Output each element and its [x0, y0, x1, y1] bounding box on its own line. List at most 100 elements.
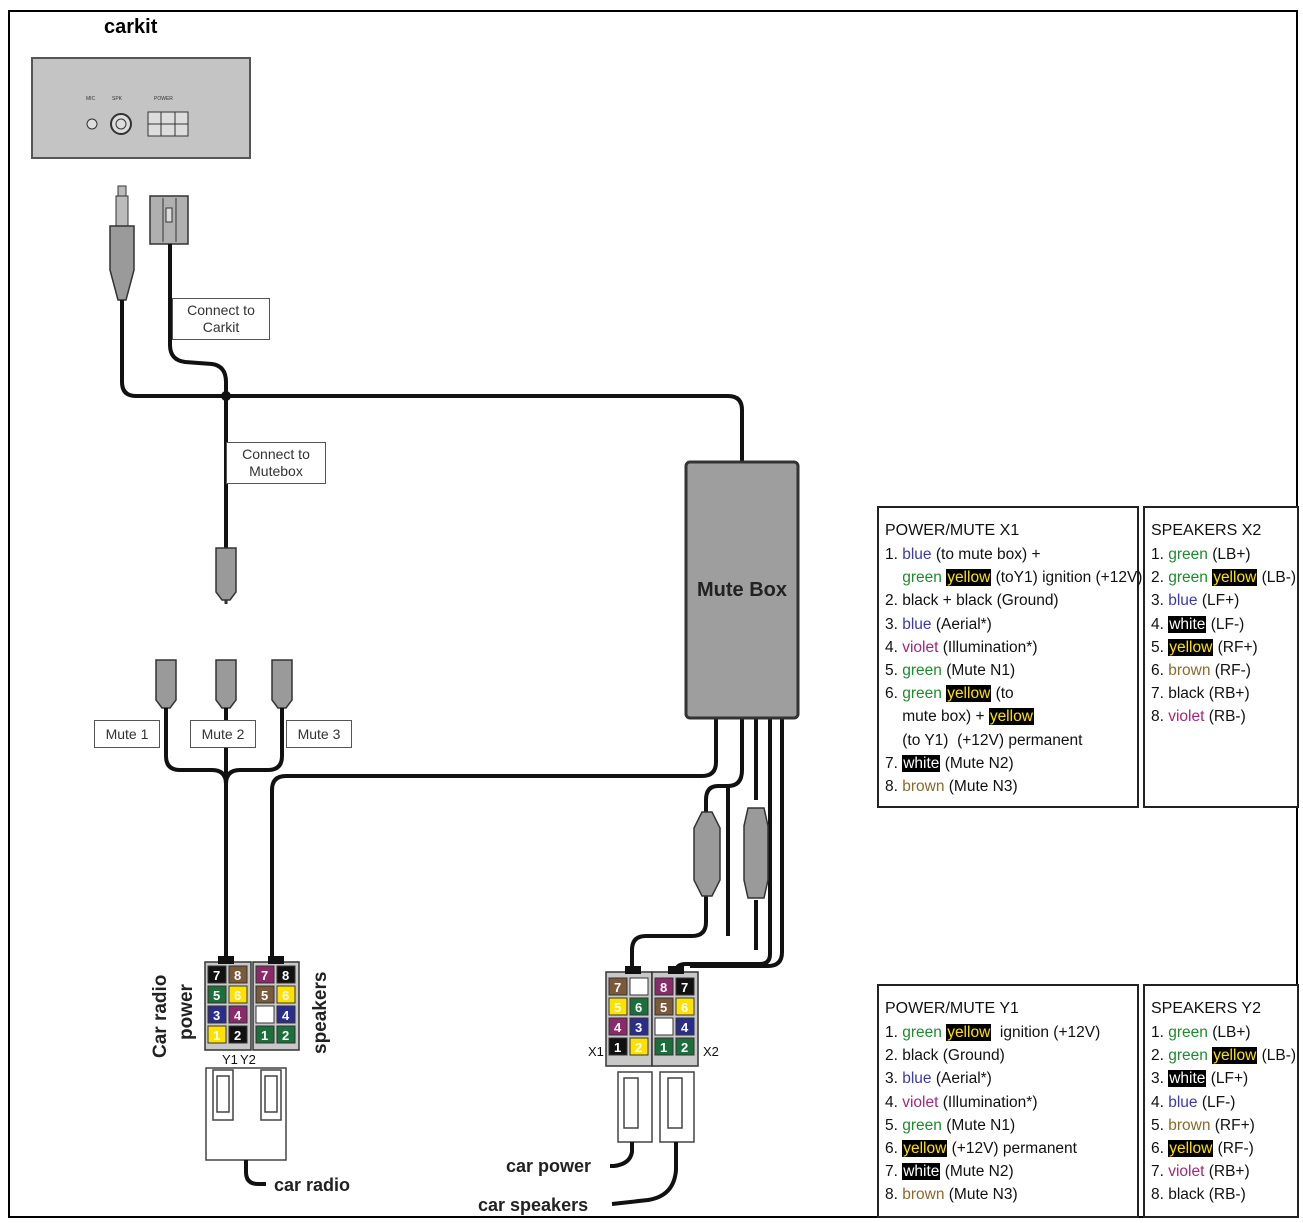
- wire-harness-top: [120, 244, 744, 548]
- legend-segment: 8.: [1151, 708, 1169, 726]
- connector-pin-number: 6: [234, 988, 241, 1003]
- connector-pin: [228, 1005, 248, 1024]
- legend-segment: 6.: [885, 1140, 903, 1158]
- legend-segment: 1.: [1151, 546, 1169, 563]
- legend-segment: white: [1168, 615, 1207, 633]
- connector-pin-number: 7: [681, 980, 688, 995]
- car-power-speakers-sockets: [617, 1071, 695, 1143]
- connector-pin-number: 2: [282, 1028, 289, 1043]
- legend-segment: (Mute N1): [941, 662, 1016, 680]
- connector-pin-number: 1: [614, 1040, 621, 1055]
- connector-pin: [629, 977, 649, 996]
- legend-segment: white: [902, 754, 941, 772]
- legend-segment: 2. black (Ground): [885, 1047, 1005, 1065]
- legend-row: 3. blue (LF+): [1151, 589, 1297, 612]
- connector-pin: [276, 985, 296, 1004]
- power-mute-x1-list: 1. blue (to mute box) + green yellow (to…: [885, 543, 1142, 798]
- connector-pin-number: 4: [614, 1020, 622, 1035]
- mute-1-label: Mute 1: [94, 720, 160, 748]
- mute-3-label: Mute 3: [286, 720, 352, 748]
- connector-pin-number: 1: [261, 1028, 268, 1043]
- connector-pin: [207, 985, 227, 1004]
- connector-pin: [255, 965, 275, 984]
- spk-jack-icon: [110, 113, 132, 135]
- car-speakers-label: car speakers: [478, 1195, 588, 1215]
- x2-label: X2: [703, 1044, 719, 1059]
- legend-row: 1. green (LB+): [1151, 1021, 1297, 1044]
- legend-row: 7. black (RB+): [1151, 682, 1297, 705]
- legend-segment: (Aerial*): [931, 1070, 992, 1088]
- legend-segment: blue: [1168, 1093, 1198, 1111]
- legend-segment: 6.: [1151, 1140, 1169, 1158]
- speakers-y2-title: SPEAKERS Y2: [1151, 1000, 1261, 1017]
- legend-segment: (Mute N1): [941, 1116, 1016, 1134]
- legend-row: 4. white (LF-): [1151, 613, 1297, 636]
- speakers-label: speakers: [310, 972, 331, 1054]
- legend-segment: (RF+): [1213, 638, 1258, 656]
- legend-segment: 7. black (RB+): [1151, 685, 1250, 703]
- car-radio-power-label-1: Car radio: [150, 975, 171, 1058]
- connector-pin-number: 6: [282, 988, 289, 1003]
- legend-segment: 8.: [885, 1186, 903, 1204]
- connector-pin: [608, 977, 628, 996]
- legend-segment: (LB+): [1207, 1024, 1251, 1041]
- legend-row: 2. green yellow (LB-): [1151, 1044, 1297, 1067]
- legend-row: 6. yellow (RF-): [1151, 1137, 1297, 1160]
- legend-segment: yellow: [946, 569, 992, 587]
- legend-segment: 6.: [885, 685, 903, 703]
- carkit-label-power: POWER: [154, 96, 173, 102]
- legend-segment: 2.: [1151, 1047, 1169, 1065]
- legend-segment: 1.: [885, 546, 903, 563]
- connector-pin: [629, 1017, 649, 1036]
- legend-segment: yellow: [946, 685, 992, 703]
- connector-pin: [276, 1025, 296, 1044]
- legend-segment: (Aerial*): [931, 615, 992, 633]
- connect-mutebox-line-1: Connect to: [242, 446, 310, 462]
- legend-segment: (Mute N2): [940, 1163, 1014, 1181]
- legend-segment: green: [902, 685, 947, 703]
- legend-segment: green: [902, 1024, 947, 1041]
- connector-pin: [654, 1037, 674, 1056]
- connector-pin-number: 7: [213, 968, 220, 983]
- inline-fuse-holders: [693, 807, 769, 899]
- legend-row: green yellow (toY1) ignition (+12V): [885, 566, 1142, 589]
- car-socket-cables: [610, 1142, 678, 1206]
- legend-row: 8. brown (Mute N3): [885, 1183, 1137, 1206]
- power-mute-y1-list: 1. green yellow ignition (+12V)2. black …: [885, 1021, 1137, 1207]
- connector-pin: [207, 965, 227, 984]
- connector-pin-number: 2: [681, 1040, 688, 1055]
- legend-row: 3. white (LF+): [1151, 1067, 1297, 1090]
- legend-segment: mute box) +: [885, 708, 989, 726]
- legend-segment: (RB-): [1204, 708, 1246, 726]
- legend-segment: (Illumination*): [938, 1093, 1038, 1111]
- connector-pin-number: 4: [282, 1008, 290, 1023]
- legend-segment: (to mute box) +: [931, 546, 1041, 563]
- legend-segment: 2. black + black (Ground): [885, 592, 1059, 610]
- legend-segment: (to Y1) (+12V) permanent: [885, 731, 1083, 749]
- connector-pin-number: 3: [261, 1008, 268, 1023]
- connector-pin-number: 3: [635, 1020, 642, 1035]
- legend-segment: (Mute N2): [940, 754, 1014, 772]
- legend-segment: (LB+): [1207, 546, 1251, 563]
- legend-segment: 5.: [885, 662, 903, 680]
- mute-plugs: [155, 659, 293, 709]
- legend-row: 4. blue (LF-): [1151, 1091, 1297, 1114]
- legend-segment: green: [1168, 1047, 1213, 1065]
- connector-pin-number: 4: [681, 1020, 689, 1035]
- legend-segment: yellow: [902, 1140, 948, 1158]
- power-mute-x1-title: POWER/MUTE X1: [885, 522, 1020, 539]
- connector-pin: [654, 1017, 674, 1036]
- legend-segment: green: [902, 662, 942, 680]
- mute-box-label: Mute Box: [697, 579, 787, 601]
- legend-row: 2. black + black (Ground): [885, 589, 1137, 612]
- connector-pin-number: 8: [282, 968, 289, 983]
- power-mute-x1-panel: POWER/MUTE X1 1. blue (to mute box) + gr…: [877, 506, 1142, 808]
- connector-pin-number: 3: [660, 1020, 667, 1035]
- legend-segment: green: [1168, 546, 1208, 563]
- legend-segment: (RF-): [1213, 1140, 1254, 1158]
- legend-segment: (LF+): [1197, 592, 1240, 610]
- legend-row: 8. violet (RB-): [1151, 705, 1297, 728]
- connector-pin-number: 7: [614, 980, 621, 995]
